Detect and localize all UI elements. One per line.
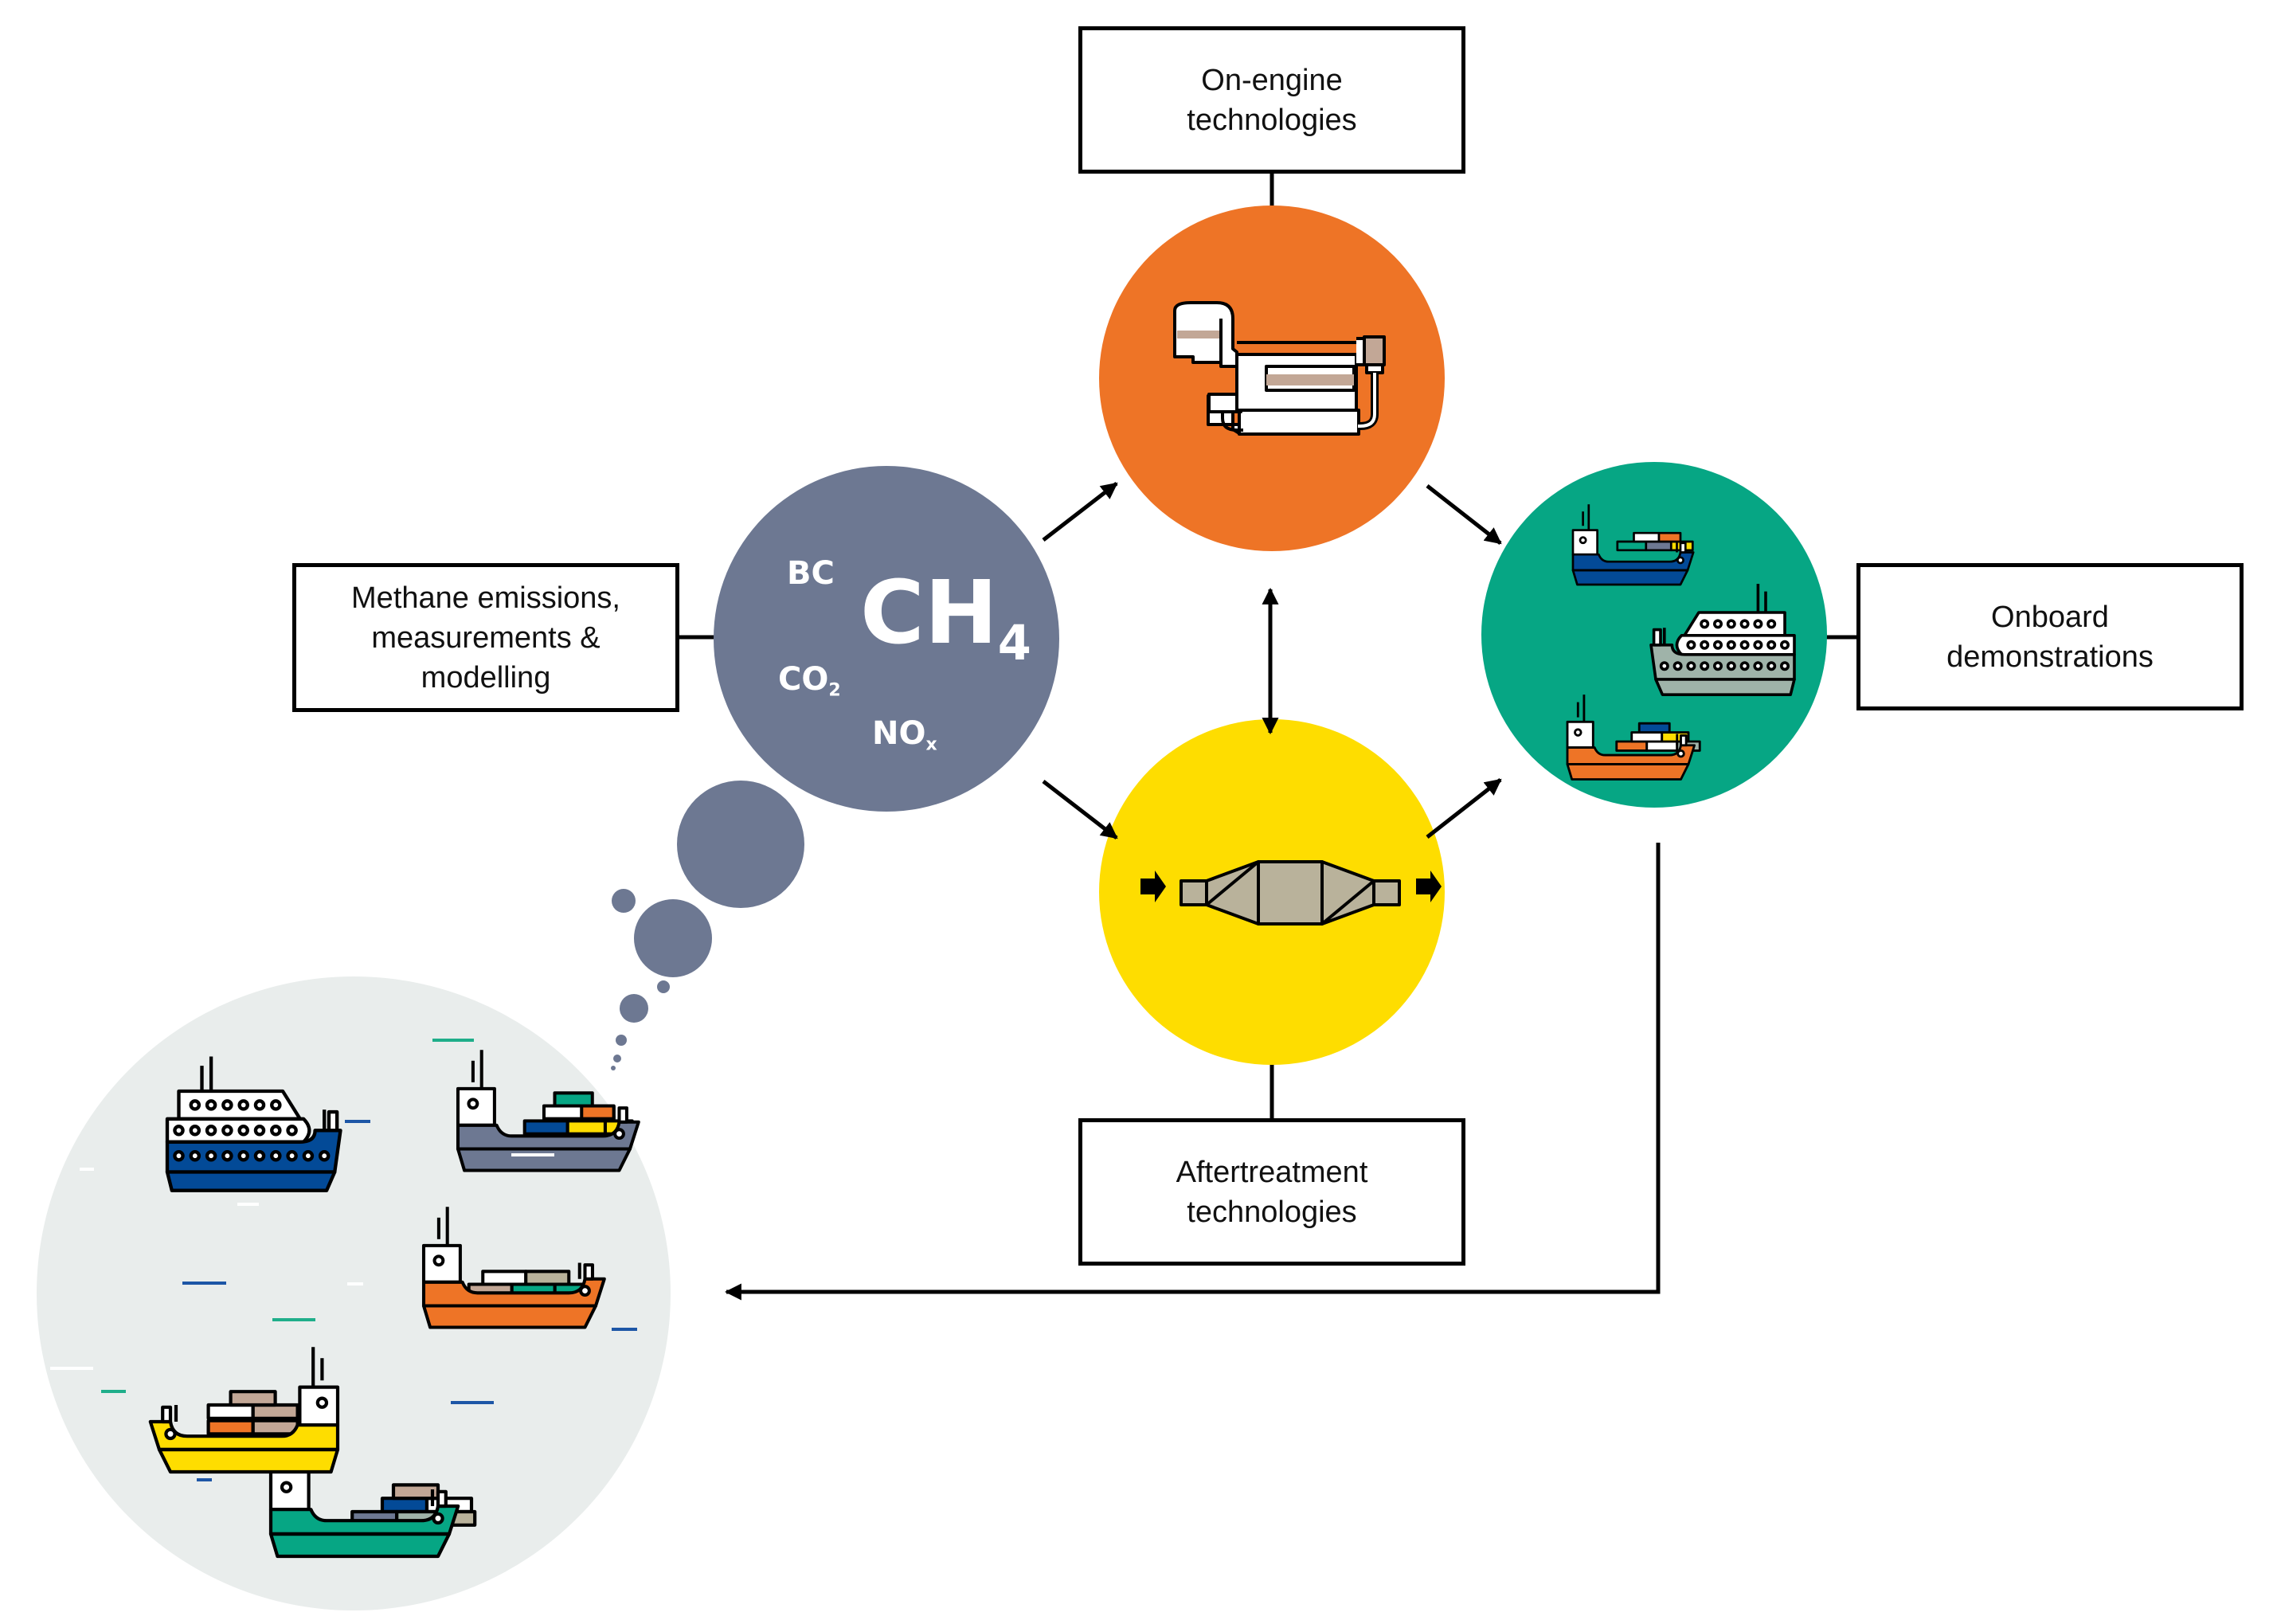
- ship-demo-orange: [1566, 695, 1701, 781]
- box-methane-emissions: Methane emissions, measurements & modell…: [292, 563, 679, 712]
- arrow-emissions-to-aftertreatment: [1042, 780, 1118, 839]
- bubble: [616, 1035, 627, 1046]
- ship-cruise-blue: [165, 1056, 342, 1192]
- box-aftertreatment-technologies: Aftertreatment technologies: [1078, 1118, 1465, 1266]
- ship-demo-cruise: [1649, 583, 1796, 697]
- arrow-emissions-to-on-engine: [1042, 482, 1118, 542]
- bubble: [613, 1055, 621, 1062]
- emission-bc: BC: [787, 555, 835, 592]
- bubble: [611, 1066, 616, 1070]
- emissions-circle: [714, 466, 1059, 812]
- catalytic-converter-icon: [1140, 860, 1442, 925]
- ship-cargo-gray: [456, 1050, 640, 1172]
- box-on-engine-technologies: On-engine technologies: [1078, 26, 1465, 174]
- thought-bubbles: [611, 781, 804, 1070]
- flow-in-arrow-icon: [1140, 871, 1166, 902]
- emission-co2: CO2: [778, 661, 841, 701]
- ship-cargo-orange: [421, 1207, 606, 1329]
- arrow-on-engine-to-onboard: [1426, 484, 1502, 545]
- box-onboard-demonstrations: Onboard demonstrations: [1856, 563, 2244, 710]
- water-dashes: [50, 1039, 637, 1481]
- bubble: [677, 781, 804, 908]
- emission-ch4: CH4: [860, 562, 1031, 672]
- engine-icon: [1173, 301, 1386, 436]
- ship-demo-blue: [1571, 504, 1695, 586]
- bubble: [620, 994, 648, 1023]
- emission-nox: NOx: [872, 715, 937, 755]
- arrow-onboard-to-fleet: [724, 843, 1661, 1301]
- bubble: [612, 889, 636, 913]
- flow-out-arrow-icon: [1416, 871, 1442, 902]
- bubble: [634, 899, 712, 977]
- ship-cargo-green: [268, 1431, 477, 1559]
- ship-cargo-yellow: [148, 1347, 340, 1474]
- arrow-aftertreatment-to-onboard: [1426, 778, 1502, 839]
- bubble: [657, 980, 670, 993]
